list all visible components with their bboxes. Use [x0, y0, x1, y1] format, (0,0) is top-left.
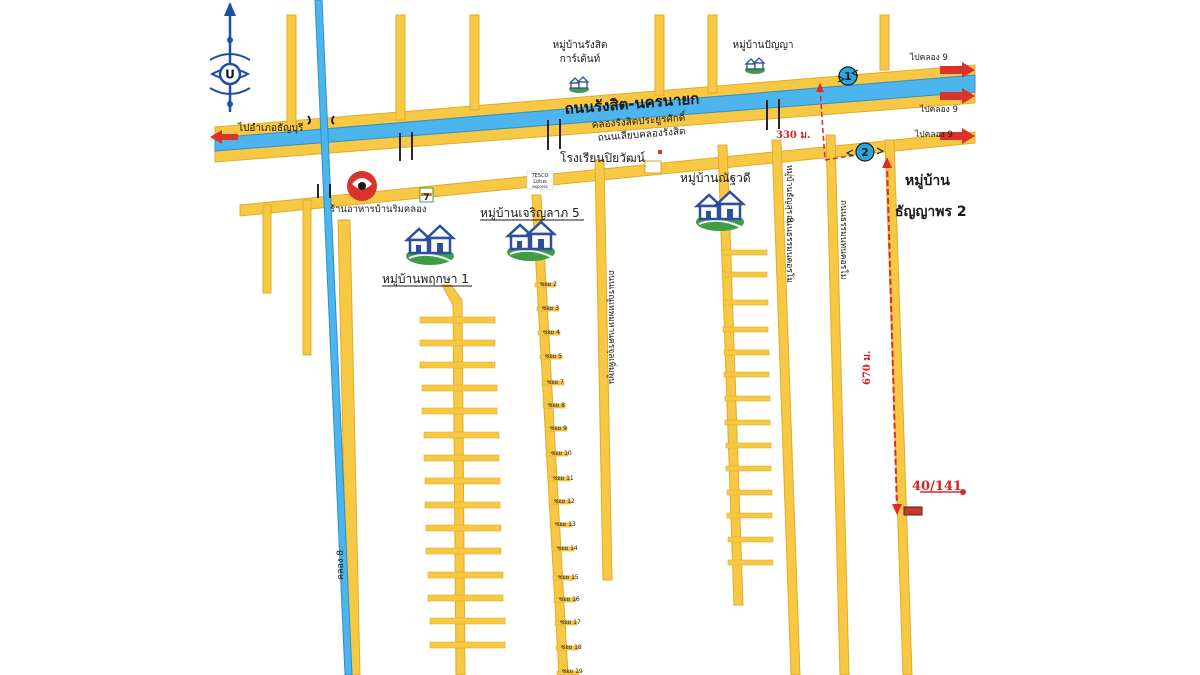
svg-text:TESCO: TESCO	[531, 173, 549, 179]
bridges	[307, 99, 780, 198]
soi-label: ซอย 17	[560, 619, 581, 626]
north-road-a	[286, 14, 297, 131]
vertical-road-1	[594, 159, 613, 581]
soi-label: ซอย 14	[557, 545, 578, 552]
soi-label: ซอย 13	[555, 521, 576, 528]
target-house-icon	[903, 506, 923, 516]
north-road-b	[395, 14, 406, 121]
nanthawadee-side-streets	[721, 249, 774, 566]
west-road-a	[262, 204, 272, 294]
rangsit-garden-label-2: การ์เด้นท์	[560, 53, 600, 65]
canal-8	[314, 0, 353, 675]
pruksa-side-streets	[419, 316, 506, 649]
soi-label: ซอย 9	[550, 425, 567, 432]
vertical-road-4-label: ถนนธรรมนทนคอรโม	[838, 200, 849, 279]
panya-label: หมู่บ้านปัญญา	[733, 39, 794, 51]
charoenlap-house-icon	[505, 220, 557, 263]
north-road-f	[879, 14, 890, 71]
marker-2: 2	[845, 142, 885, 162]
school-icon	[644, 150, 662, 174]
soi-label: ซอย 3	[542, 305, 559, 312]
arrow-right-top-icon	[940, 62, 975, 78]
distance-330: 330 ม.	[776, 130, 810, 141]
target-village-label-1: หมู่บ้าน	[905, 173, 950, 189]
direction-arrows	[210, 62, 975, 144]
svg-text:2: 2	[861, 146, 869, 159]
restaurant-logo	[347, 171, 377, 201]
canal8-label: คลอง 8	[336, 550, 346, 580]
route-670	[886, 161, 898, 511]
soi-label: ซอย 7	[547, 379, 564, 386]
marker-1: 1	[837, 66, 859, 86]
svg-text:Lotus: Lotus	[533, 179, 547, 185]
charoenlap-label: หมู่บ้านเจริญลาภ 5	[480, 206, 580, 221]
svg-text:express: express	[532, 184, 547, 189]
compass-letter: U	[225, 68, 235, 82]
direction-canal9-top: ไปคลอง 9	[909, 52, 948, 63]
tesco-lotus-logo: TESCO Lotus express	[526, 170, 554, 190]
route-arrow-up-icon	[816, 83, 824, 92]
vertical-road-1-label: ถนนเรณูเทพมหานครจุลเพิ่มพูน	[606, 270, 618, 384]
pruksa-house-icon	[404, 224, 456, 267]
soi-label: ซอย 2	[540, 281, 557, 288]
rangsit-garden-label-1: หมู่บ้านรังสิต	[553, 39, 608, 51]
vertical-road-3-label: ถนนธรรมนคอรโม	[784, 215, 795, 283]
arrow-left-icon	[210, 130, 238, 144]
vertical-road-4	[825, 134, 850, 675]
route-arrow-north-icon	[882, 157, 892, 168]
nanthawadee-label: หมู่บ้านณัฐวดี	[680, 171, 751, 186]
soi-label: ซอย 4	[543, 329, 560, 336]
soi-label: ซอย 11	[553, 475, 574, 482]
restaurant-label: ร้านอาหารบ้านริมคลอง	[330, 204, 426, 215]
soi-label: ซอย 18	[561, 644, 582, 651]
route-dashed-1	[819, 87, 826, 161]
road-network	[214, 14, 976, 675]
soi-label: ซอย 16	[559, 596, 580, 603]
pruksa-label: หมู่บ้านพฤกษา 1	[382, 272, 469, 287]
soi-label: ซอย 19	[562, 668, 583, 675]
target-village-label-2: ธัญญาพร 2	[895, 204, 967, 220]
north-road-c	[469, 14, 480, 111]
school-label: โรงเรียนปิยวัฒน์	[560, 151, 645, 165]
vertical-road-3	[771, 139, 801, 675]
soi-label: ซอย 12	[554, 498, 575, 505]
direction-canal9-bottom: ไปคลอง 9	[914, 129, 953, 140]
seven-eleven-logo: 7	[419, 187, 434, 203]
soi-label: ซอย 5	[545, 353, 562, 360]
soi-labels: ซอย 2 ซอย 3 ซอย 4 ซอย 5 ซอย 7 ซอย 8 ซอย …	[540, 281, 583, 675]
panya-icon	[744, 57, 766, 75]
soi-label: ซอย 8	[548, 402, 565, 409]
svg-text:7: 7	[423, 193, 429, 203]
house-number: 40/141	[912, 479, 962, 494]
compass-icon: U	[209, 2, 251, 112]
direction-canal9-mid: ไปคลอง 9	[919, 104, 958, 115]
soi-label: ซอย 10	[551, 450, 572, 457]
rangsit-garden-icon	[568, 76, 590, 94]
arrow-right-mid-icon	[940, 88, 975, 104]
route-dashed-2	[824, 153, 863, 161]
direction-to-district: ไปอำเภอธัญบุรี	[237, 122, 304, 134]
north-road-e	[707, 14, 718, 94]
svg-text:1: 1	[844, 70, 852, 83]
soi-label: ซอย 15	[558, 574, 579, 581]
west-road-b	[302, 199, 312, 356]
distance-670: 670 ม.	[862, 351, 873, 385]
charoenlap-main-road	[531, 194, 569, 675]
rangsit-canal	[214, 74, 976, 152]
route-arrow-south-icon	[892, 504, 902, 515]
vertical-road-2-label: หมู่บ้านธัญสุร 8	[784, 165, 795, 222]
north-road-d	[654, 14, 665, 96]
arrow-right-bottom-icon	[940, 128, 975, 144]
charoenlap-sois	[534, 282, 580, 675]
